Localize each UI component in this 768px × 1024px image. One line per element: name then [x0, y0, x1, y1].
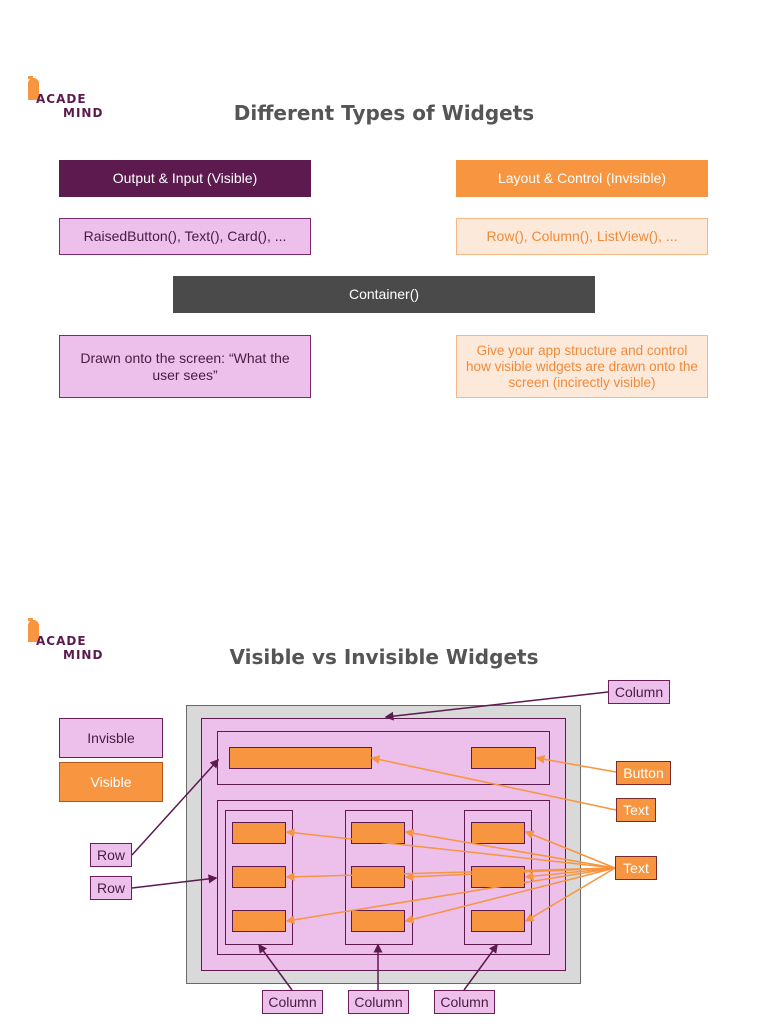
- slide2-title: Visible vs Invisible Widgets: [229, 645, 539, 669]
- visible-examples-box: RaisedButton(), Text(), Card(), ...: [59, 218, 311, 255]
- label-column-1: Column: [262, 990, 323, 1014]
- logo-text-line2: MIND: [63, 648, 104, 662]
- label-button: Button: [616, 761, 671, 785]
- logo-flag-icon: [28, 618, 39, 642]
- text-widget: [471, 822, 525, 844]
- legend-visible: Visible: [59, 762, 163, 802]
- label-column-2: Column: [348, 990, 409, 1014]
- text-widget: [471, 866, 525, 888]
- academind-logo: ACADE MIND: [28, 76, 108, 126]
- label-text: Text: [615, 856, 657, 880]
- text-widget: [232, 910, 286, 932]
- logo-text-line1: ACADE: [36, 634, 87, 648]
- top-text-widget: [229, 747, 372, 769]
- text-widget: [471, 910, 525, 932]
- label-row-1: Row: [90, 843, 132, 867]
- container-bar: Container(): [173, 276, 595, 313]
- slide1-title: Different Types of Widgets: [233, 101, 535, 125]
- text-widget: [351, 866, 405, 888]
- logo-text-line1: ACADE: [36, 92, 87, 106]
- text-widget: [232, 866, 286, 888]
- label-column-top: Column: [608, 680, 670, 704]
- text-widget: [232, 822, 286, 844]
- output-input-header: Output & Input (Visible): [59, 160, 311, 197]
- academind-logo-2: ACADE MIND: [28, 618, 108, 668]
- invisible-description-box: Give your app structure and control how …: [456, 335, 708, 398]
- top-button-widget: [471, 747, 536, 769]
- visible-description-box: Drawn onto the screen: “What the user se…: [59, 335, 311, 398]
- legend-invisible: Invisble: [59, 718, 163, 758]
- layout-control-header: Layout & Control (Invisible): [456, 160, 708, 197]
- invisible-examples-box: Row(), Column(), ListView(), ...: [456, 218, 708, 255]
- logo-flag-icon: [28, 76, 39, 100]
- label-column-3: Column: [434, 990, 495, 1014]
- label-text-top: Text: [616, 798, 656, 822]
- label-row-2: Row: [90, 876, 132, 900]
- text-widget: [351, 910, 405, 932]
- logo-text-line2: MIND: [63, 106, 104, 120]
- text-widget: [351, 822, 405, 844]
